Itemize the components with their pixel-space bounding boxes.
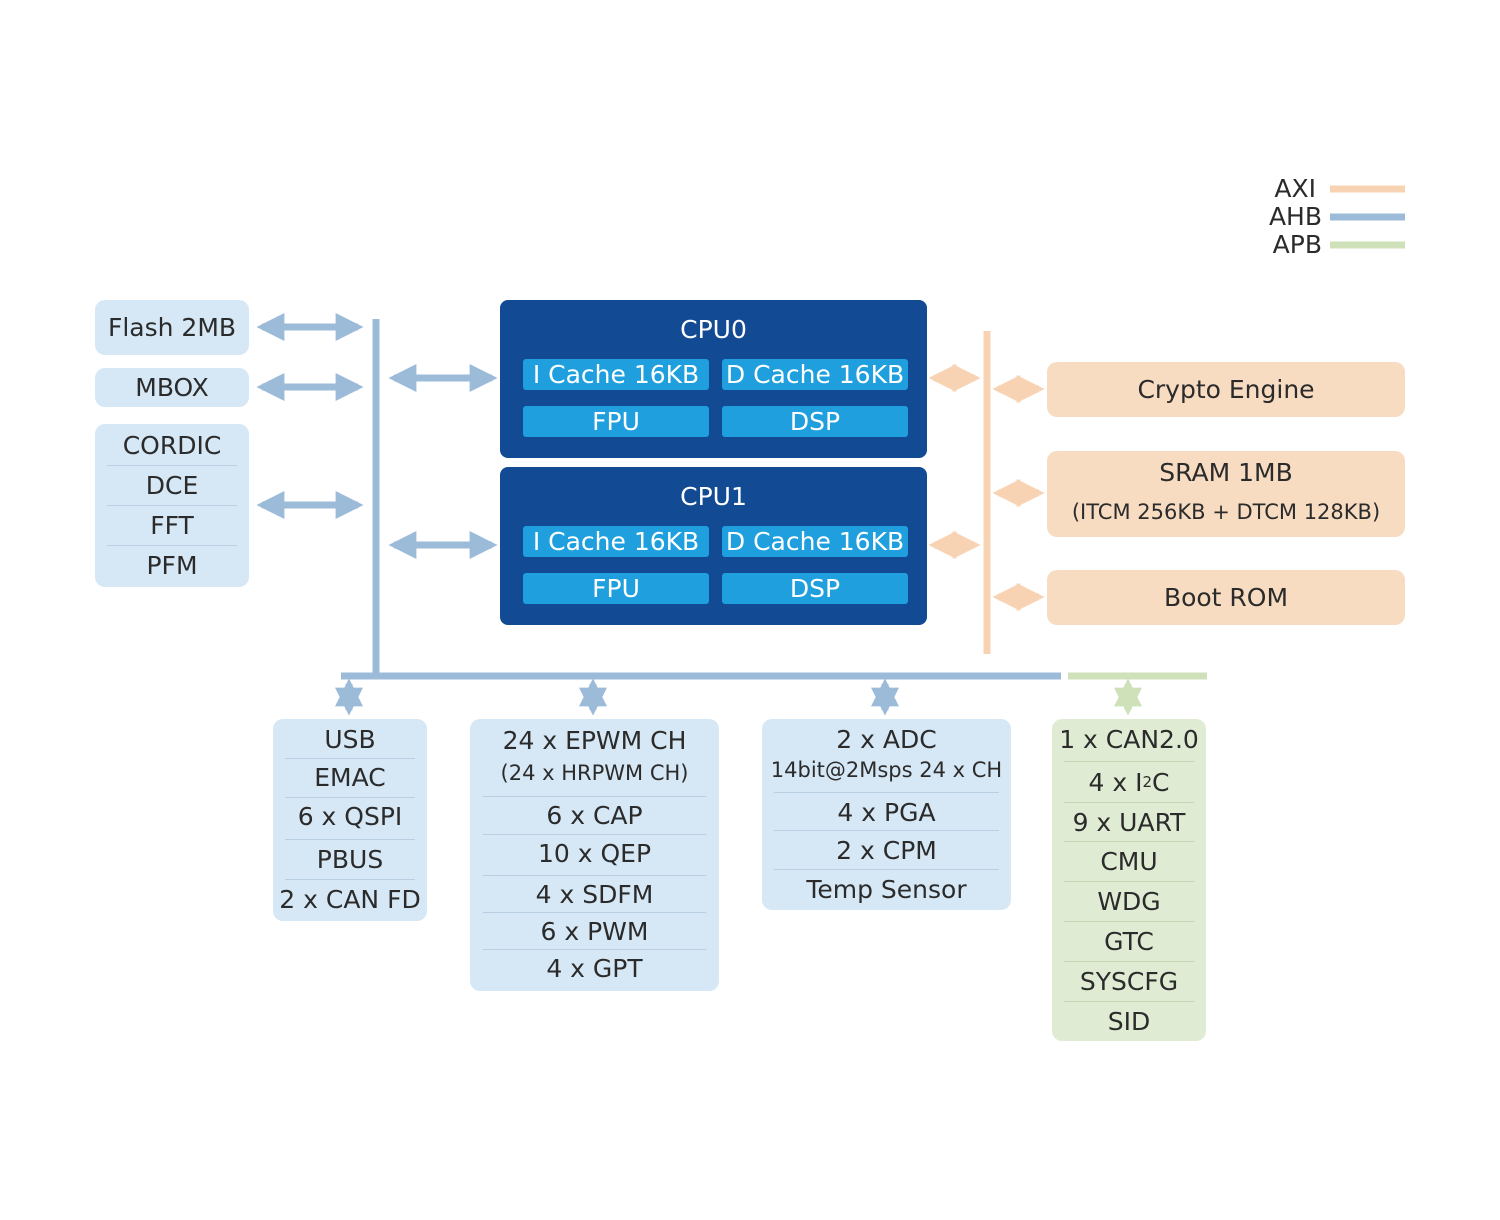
math-item: PFM [146, 550, 198, 580]
pwm-peripherals-block: 24 x EPWM CH (24 x HRPWM CH) 6 x CAP 10 … [470, 719, 719, 991]
pwm-head: 24 x EPWM CH [502, 725, 687, 755]
pwm-item: 6 x PWM [540, 916, 649, 946]
apb-item: GTC [1104, 926, 1154, 956]
cpu0-icache: I Cache 16KB [523, 359, 709, 390]
legend-axi-label: AXI [1274, 174, 1316, 203]
cpu1-block: CPU1 I Cache 16KB D Cache 16KB FPU DSP [500, 467, 927, 625]
cpu0-title: CPU0 [680, 314, 747, 344]
apb-item: SID [1107, 1006, 1151, 1036]
pwm-item: 4 x GPT [546, 953, 643, 983]
analog-head-sub: 14bit@2Msps 24 x CH [770, 758, 1003, 782]
cpu1-dcache: D Cache 16KB [722, 526, 908, 557]
pwm-item: 4 x SDFM [535, 879, 654, 909]
comm-item: EMAC [314, 762, 386, 792]
cpu1-fpu: FPU [523, 573, 709, 604]
cpu0-fpu: FPU [523, 406, 709, 437]
crypto-engine-block: Crypto Engine [1047, 362, 1405, 417]
apb-item: 9 x UART [1072, 807, 1186, 837]
analog-head: 2 x ADC [836, 724, 937, 754]
apb-item: SYSCFG [1079, 966, 1179, 996]
math-item: CORDIC [122, 430, 222, 460]
cpu1-icache: I Cache 16KB [523, 526, 709, 557]
mbox-block: MBOX [95, 368, 249, 407]
apb-item: WDG [1097, 886, 1161, 916]
legend-apb-label: APB [1272, 230, 1322, 259]
sram-block: SRAM 1MB (ITCM 256KB + DTCM 128KB) [1047, 451, 1405, 537]
i2c-suffix: C [1152, 767, 1170, 797]
i2c-prefix: 4 x I [1088, 767, 1143, 797]
analog-peripherals-block: 2 x ADC 14bit@2Msps 24 x CH 4 x PGA 2 x … [762, 719, 1011, 910]
i2c-superscript: 2 [1142, 773, 1153, 791]
analog-item: Temp Sensor [806, 874, 967, 904]
comm-item: PBUS [316, 844, 384, 874]
comm-peripherals-block: USB EMAC 6 x QSPI PBUS 2 x CAN FD [273, 719, 427, 921]
comm-item: 2 x CAN FD [279, 884, 421, 914]
cpu0-dsp: DSP [722, 406, 908, 437]
cpu1-title: CPU1 [680, 481, 747, 511]
comm-item: USB [324, 724, 376, 754]
flash-block: Flash 2MB [95, 300, 249, 355]
pwm-item: 6 x CAP [546, 800, 643, 830]
legend-ahb-label: AHB [1268, 202, 1322, 231]
math-block: CORDIC DCE FFT PFM [95, 424, 249, 587]
math-item: FFT [150, 510, 194, 540]
sram-title: SRAM 1MB [1159, 457, 1293, 487]
analog-item: 2 x CPM [836, 835, 937, 865]
pwm-item: 10 x QEP [537, 838, 652, 868]
analog-item: 4 x PGA [837, 797, 936, 827]
apb-item: CMU [1100, 846, 1158, 876]
sram-detail: (ITCM 256KB + DTCM 128KB) [1071, 500, 1381, 524]
cpu1-dsp: DSP [722, 573, 908, 604]
boot-rom-block: Boot ROM [1047, 570, 1405, 625]
cpu0-block: CPU0 I Cache 16KB D Cache 16KB FPU DSP [500, 300, 927, 458]
apb-can: 1 x CAN2.0 [1059, 724, 1199, 754]
cpu0-dcache: D Cache 16KB [722, 359, 908, 390]
pwm-head-sub: (24 x HRPWM CH) [500, 761, 689, 785]
math-item: DCE [145, 470, 199, 500]
comm-item: 6 x QSPI [297, 801, 403, 831]
